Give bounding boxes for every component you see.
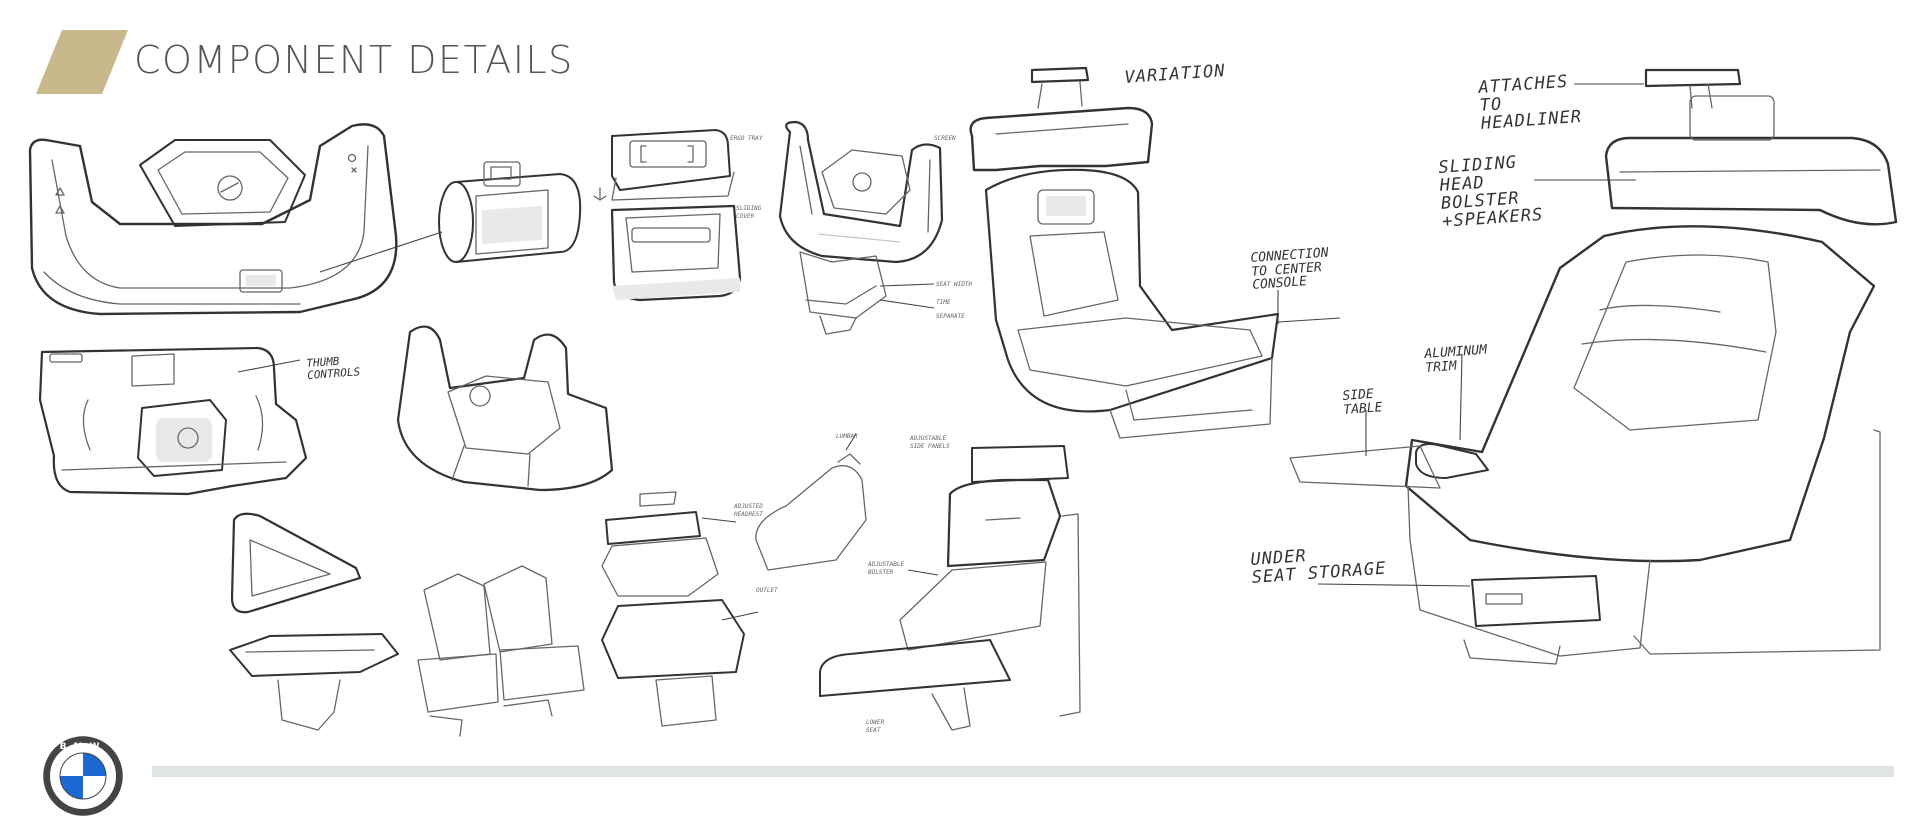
svg-text:SIDE PANELS: SIDE PANELS	[910, 443, 950, 450]
annotation-side-table: SIDE TABLE	[1341, 386, 1383, 418]
svg-text:OUTLET: OUTLET	[756, 587, 778, 594]
svg-text:SEPARATE: SEPARATE	[936, 313, 965, 320]
compact-seat-sketch	[601, 491, 759, 727]
svg-text:COVER: COVER	[736, 213, 754, 220]
annotation-thumb-controls: THUMB CONTROLS	[305, 354, 361, 382]
svg-text:SLIDING: SLIDING	[736, 205, 762, 212]
dual-grip-yoke-sketch	[396, 325, 614, 492]
annotation-aluminum-trim: ALUMINUM TRIM	[1423, 342, 1488, 376]
svg-text:SEAT: SEAT	[866, 727, 881, 734]
cylinder-control-sketch	[438, 161, 582, 263]
bmw-letters: BMW	[60, 742, 107, 752]
svg-text:ADJUSTABLE: ADJUSTABLE	[867, 561, 905, 568]
side-profile-seat-sketch	[755, 433, 867, 571]
svg-text:ERGO TRAY: ERGO TRAY	[730, 135, 763, 142]
alternate-yoke-sketch	[778, 120, 944, 264]
svg-text:LOWER: LOWER	[866, 719, 884, 726]
reclined-seat-sketch	[819, 445, 1081, 731]
title-accent-parallelogram	[36, 30, 128, 94]
svg-text:SCREEN: SCREEN	[934, 135, 956, 142]
sketch-tiny-labels: ERGO TRAY SLIDING COVER SCREEN SEAT WIDT…	[730, 135, 973, 734]
twin-seat-sketch	[417, 565, 585, 737]
svg-text:HEADREST: HEADREST	[733, 511, 763, 518]
svg-text:ADJUSTABLE: ADJUSTABLE	[909, 435, 947, 442]
svg-text:BOLSTER: BOLSTER	[868, 569, 894, 576]
page-title: COMPONENT DETAILS	[134, 38, 574, 82]
center-control-panel-sketch	[593, 129, 742, 302]
large-lounge-seat-sketch	[1289, 68, 1898, 665]
annotation-attaches-to-headliner: ATTACHES TO HEADLINER	[1477, 71, 1583, 134]
hexagon-tray-sketch	[229, 633, 399, 731]
mini-seat-sketch	[799, 251, 935, 335]
racing-seat-with-headrest-sketch	[969, 66, 1341, 439]
svg-text:TIME: TIME	[936, 299, 951, 306]
svg-text:SEAT WIDTH: SEAT WIDTH	[936, 281, 973, 288]
footer-bar	[152, 766, 1894, 777]
rectangular-steering-sketch	[38, 346, 308, 496]
svg-text:ADJUSTED: ADJUSTED	[733, 503, 763, 510]
yoke-steering-wheel-sketch	[28, 123, 443, 316]
annotation-sliding-head-bolster: SLIDING HEAD BOLSTER +SPEAKERS	[1437, 152, 1544, 232]
triangle-control-sketch	[230, 512, 362, 614]
bmw-roundel-icon: BMW	[43, 736, 123, 816]
annotation-connection-center-console: CONNECTION TO CENTER CONSOLE	[1249, 245, 1330, 294]
svg-text:LUMBAR: LUMBAR	[836, 433, 858, 440]
